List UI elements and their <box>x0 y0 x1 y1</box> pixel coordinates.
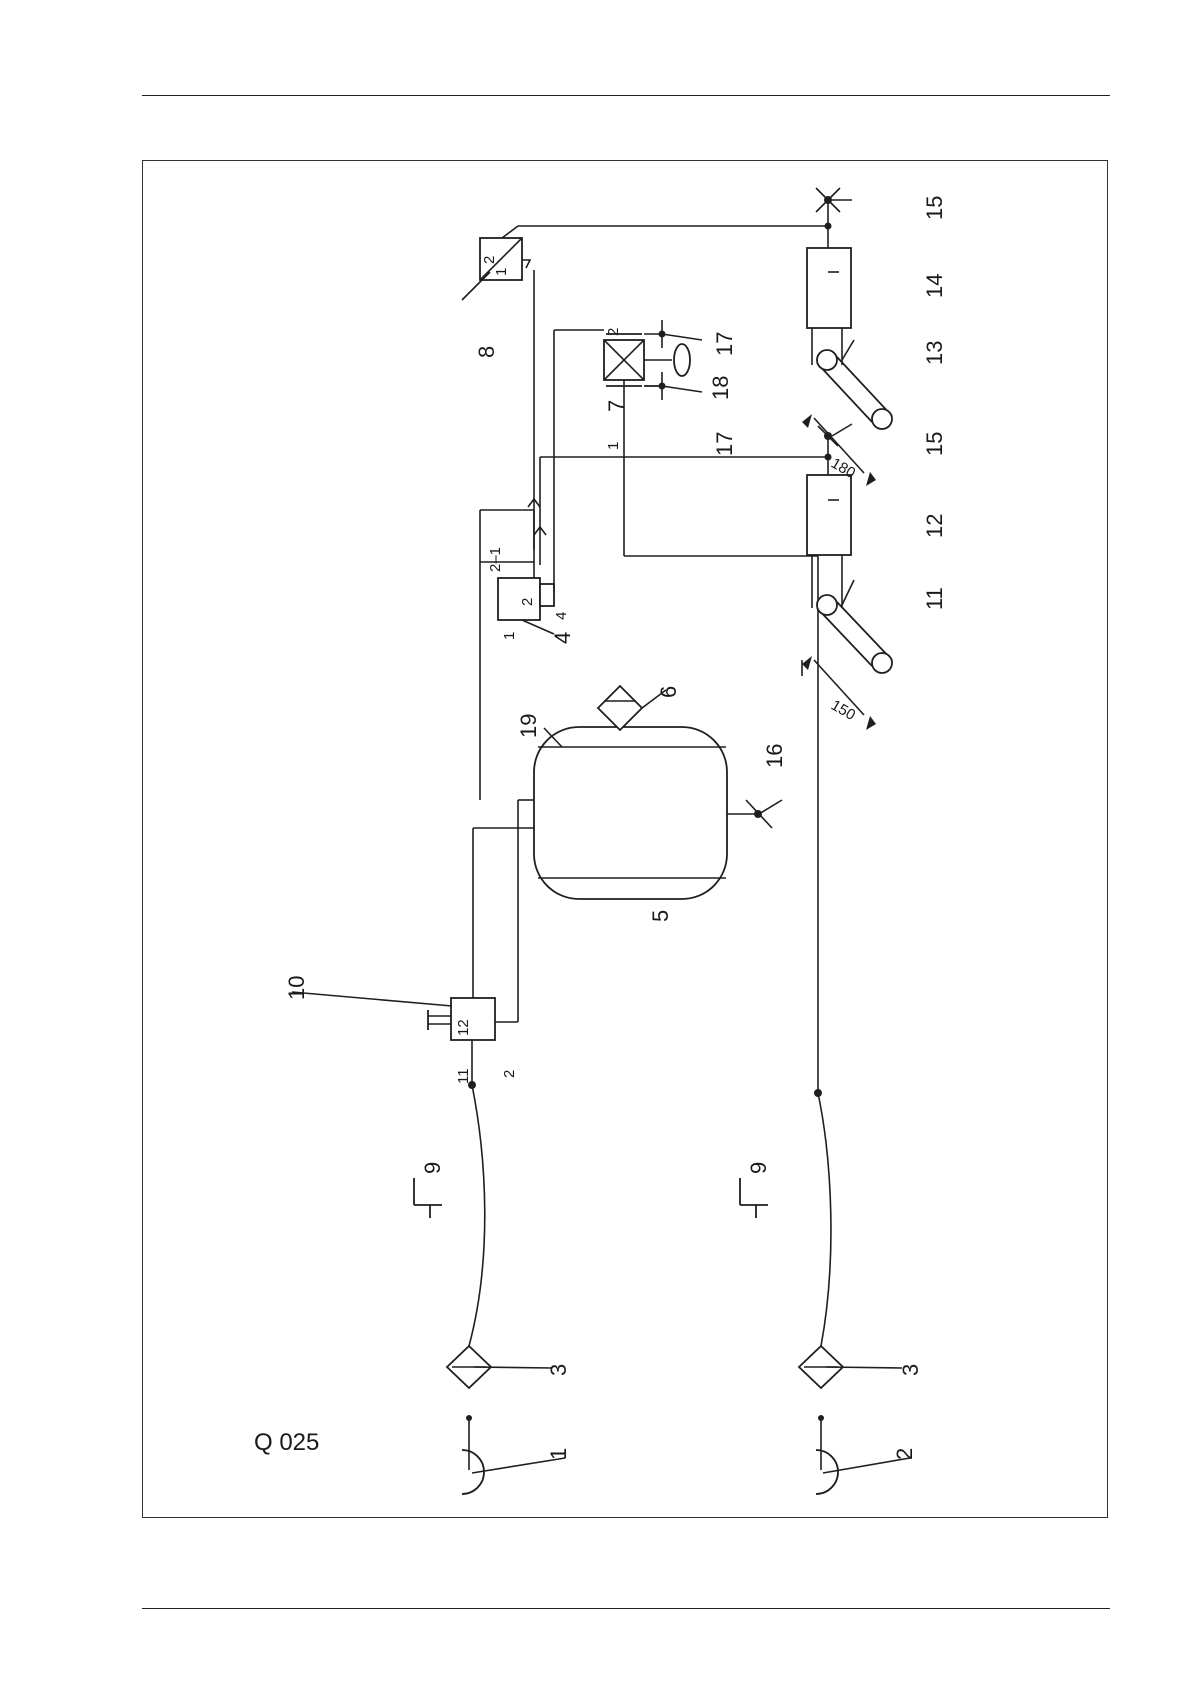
fitting-17-upper <box>644 320 702 348</box>
port-4-21: 2–1 <box>487 547 504 572</box>
pneumatic-diagram: 1 2 3 3 4 5 6 7 8 9 9 10 11 12 13 14 15 … <box>142 160 1108 1518</box>
arm-11 <box>812 555 892 673</box>
footer-rule <box>142 1608 1110 1609</box>
port-10-12: 12 <box>455 1019 472 1036</box>
label-15-lower: 15 <box>922 432 947 456</box>
port-4-4: 4 <box>553 612 570 620</box>
port-4-2: 2 <box>519 598 536 606</box>
label-13: 13 <box>922 341 947 365</box>
label-17-upper: 17 <box>712 332 737 356</box>
cylinder-14 <box>807 223 851 329</box>
label-19: 19 <box>516 714 541 738</box>
label-10: 10 <box>284 976 309 1000</box>
drain-16 <box>727 800 782 828</box>
label-3-lower: 3 <box>898 1364 923 1376</box>
port-8-1: 1 <box>493 268 510 276</box>
valve-7 <box>604 334 690 386</box>
dimension-150 <box>802 656 876 730</box>
label-15-upper: 15 <box>922 196 947 220</box>
symbol-9-upper <box>414 1178 442 1218</box>
label-14: 14 <box>922 274 947 298</box>
port-4-1: 1 <box>501 632 518 640</box>
label-12: 12 <box>922 514 947 538</box>
port-8-2: 2 <box>481 256 498 264</box>
label-16: 16 <box>762 744 787 768</box>
tank-5 <box>534 727 727 899</box>
header-rule <box>142 95 1110 96</box>
port-7-1: 1 <box>605 442 622 450</box>
port-10-2: 2 <box>501 1070 518 1078</box>
label-11: 11 <box>922 587 947 610</box>
fitting-17-lower <box>644 372 702 400</box>
label-5: 5 <box>648 910 673 922</box>
label-9-lower: 9 <box>746 1162 771 1174</box>
label-18: 18 <box>708 376 733 400</box>
label-6: 6 <box>656 686 681 698</box>
label-4: 4 <box>550 632 575 644</box>
port-10-11: 11 <box>455 1068 472 1084</box>
filter-3-upper <box>447 1346 552 1470</box>
label-17-lower: 17 <box>712 432 737 456</box>
label-8: 8 <box>474 346 499 358</box>
dimension-label-150: 150 <box>828 697 858 724</box>
diagram-code: Q 025 <box>254 1429 319 1456</box>
filter-3-lower <box>799 1346 902 1470</box>
symbol-9-lower <box>740 1178 768 1218</box>
vent-15-upper <box>816 188 852 226</box>
arm-13 <box>812 328 892 429</box>
label-2: 2 <box>892 1448 917 1460</box>
port-7-2: 2 <box>605 328 622 336</box>
label-3-upper: 3 <box>546 1364 571 1376</box>
label-7: 7 <box>604 400 629 412</box>
label-1: 1 <box>546 1448 571 1460</box>
label-9-upper: 9 <box>420 1162 445 1174</box>
